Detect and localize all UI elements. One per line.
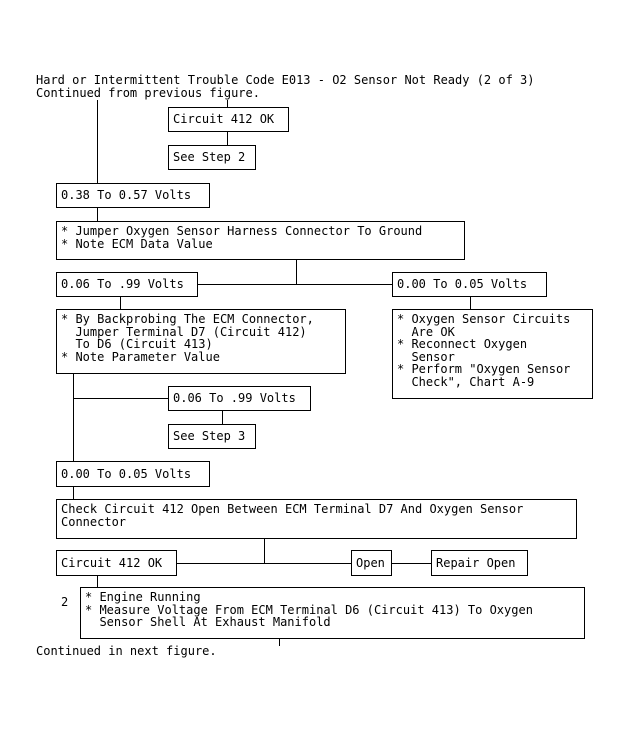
see-step-2-box: See Step 2 [168, 145, 256, 170]
repair-open-box: Repair Open [431, 550, 528, 576]
volts-006-099-left-box: 0.06 To .99 Volts [56, 272, 198, 297]
connector-line [97, 207, 98, 222]
backprobe-box: * By Backprobing The ECM Connector, Jump… [56, 309, 346, 374]
connector-line [97, 100, 98, 184]
connector-line [73, 398, 169, 399]
connector-line [296, 259, 297, 285]
connector-line [97, 575, 98, 588]
connector-line [227, 100, 228, 108]
connector-line [197, 284, 393, 285]
volts-000-005-lower-box: 0.00 To 0.05 Volts [56, 461, 210, 487]
continued-from-label: Continued from previous figure. [36, 86, 260, 100]
sensor-circuits-ok-box: * Oxygen Sensor Circuits Are OK * Reconn… [392, 309, 593, 399]
circuit-412-ok-bottom-box: Circuit 412 OK [56, 550, 177, 576]
volts-006-099-mid-box: 0.06 To .99 Volts [168, 386, 311, 411]
connector-line [120, 296, 121, 310]
see-step-3-box: See Step 3 [168, 424, 256, 449]
connector-line [73, 373, 74, 462]
chart-title: Hard or Intermittent Trouble Code E013 -… [36, 73, 535, 87]
connector-line [73, 486, 74, 500]
check-circuit-box: Check Circuit 412 Open Between ECM Termi… [56, 499, 577, 539]
connector-line [176, 563, 352, 564]
connector-line [391, 563, 432, 564]
volts-038-057-box: 0.38 To 0.57 Volts [56, 183, 210, 208]
circuit-412-ok-box: Circuit 412 OK [168, 107, 289, 132]
step-number: 2 [61, 595, 69, 609]
engine-running-box: * Engine Running * Measure Voltage From … [80, 587, 585, 639]
connector-line [227, 131, 228, 146]
connector-line [470, 296, 471, 310]
connector-line [264, 538, 265, 564]
volts-000-005-right-box: 0.00 To 0.05 Volts [392, 272, 547, 297]
open-box: Open [351, 550, 392, 576]
continued-in-label: Continued in next figure. [36, 644, 217, 658]
jumper-ground-box: * Jumper Oxygen Sensor Harness Connector… [56, 221, 465, 260]
connector-line [279, 638, 280, 646]
connector-line [222, 410, 223, 425]
